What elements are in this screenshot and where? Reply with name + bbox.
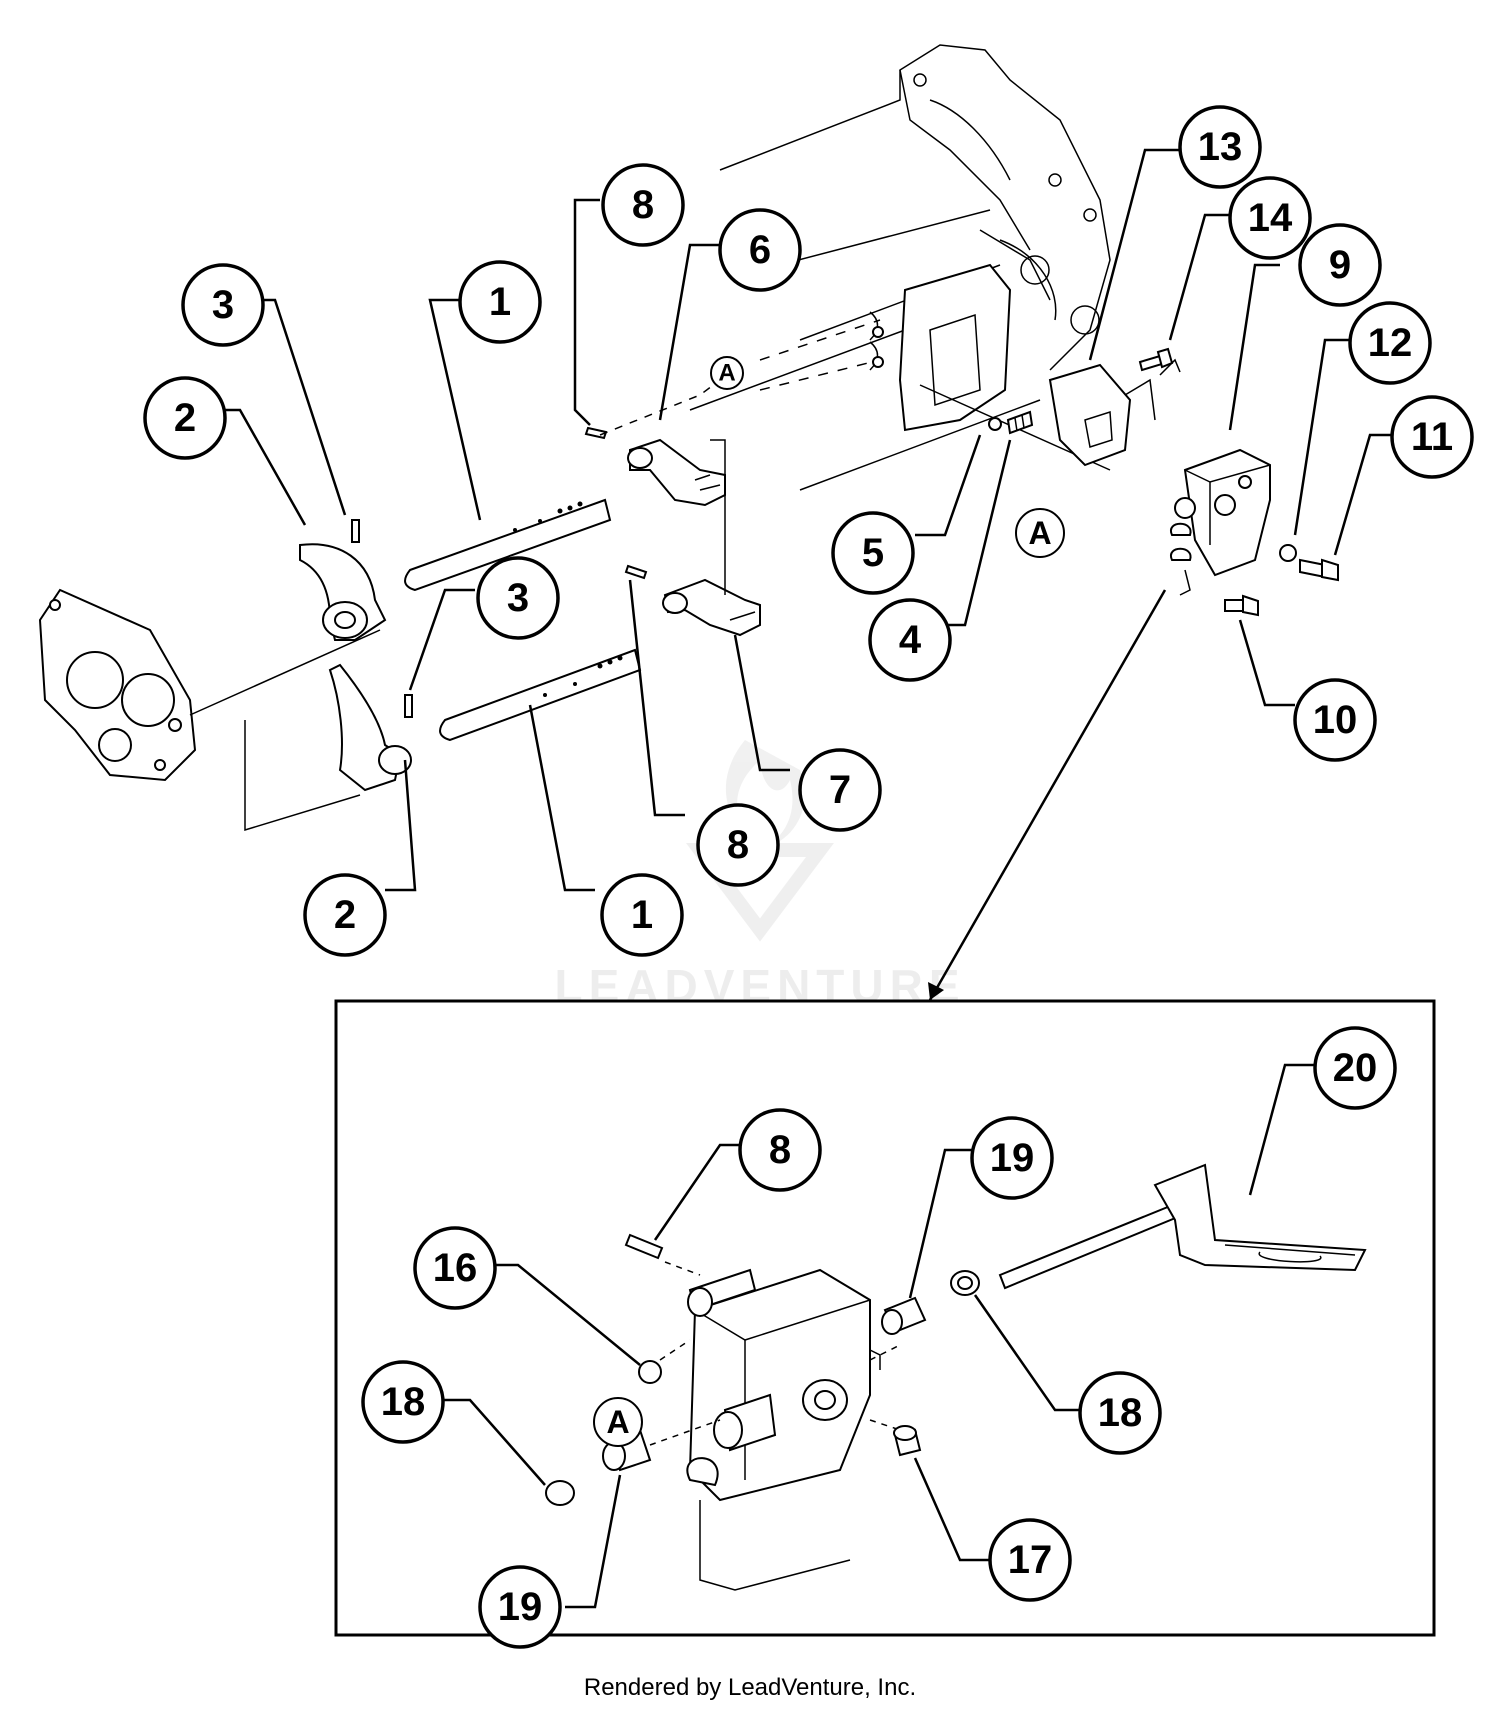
callout-1-lower: 1: [600, 873, 684, 957]
bolt-10: [1224, 594, 1259, 617]
svg-text:3: 3: [212, 283, 234, 327]
detail-bushing-18-right: [950, 1270, 980, 1296]
ref-a-detail: A: [593, 1397, 643, 1447]
watermark: LEADVENTURE: [554, 740, 965, 1012]
callout-1-upper: 1: [458, 260, 542, 344]
svg-text:10: 10: [1313, 698, 1358, 742]
watermark-text: LEADVENTURE: [554, 960, 965, 1012]
footer-credit: Rendered by LeadVenture, Inc.: [583, 1674, 917, 1701]
svg-text:8: 8: [727, 823, 749, 867]
svg-text:2: 2: [334, 893, 356, 937]
svg-text:3: 3: [507, 576, 529, 620]
svg-text:5: 5: [862, 531, 884, 575]
svg-text:16: 16: [433, 1246, 478, 1290]
svg-text:14: 14: [1248, 196, 1293, 240]
detail-leader-lines: [440, 1063, 1315, 1609]
detent-ball: [988, 417, 1002, 431]
detail-shifter-assembly: [686, 1268, 881, 1591]
detail-pin-8: [624, 1233, 701, 1276]
callout-13: 13: [1178, 105, 1262, 189]
callout-11: 11: [1390, 395, 1474, 479]
callout-19-lower: 19: [478, 1565, 562, 1649]
leader-lines: [210, 148, 1395, 1001]
callout-6: 6: [718, 208, 802, 292]
svg-text:1: 1: [631, 893, 653, 937]
detail-shift-lever-20: [998, 1163, 1367, 1290]
shift-lug-7: [662, 439, 761, 637]
shift-rail-upper: [404, 498, 612, 592]
bolt-11: [1299, 558, 1339, 582]
detail-ball-16: [638, 1360, 662, 1384]
callout-5: 5: [831, 511, 915, 595]
callout-10: 10: [1293, 678, 1377, 762]
ref-a-mid: A: [1015, 508, 1065, 558]
detail-bushing-19-upper: [881, 1296, 927, 1335]
svg-text:4: 4: [899, 618, 922, 662]
shift-fork-lower: [328, 663, 413, 792]
detent-spring: [1006, 410, 1034, 435]
ref-a-top: A: [710, 356, 744, 390]
callout-16: 16: [413, 1226, 497, 1310]
svg-text:A: A: [718, 360, 735, 387]
bolt-14: [1138, 347, 1174, 372]
callout-9: 9: [1298, 223, 1382, 307]
callout-3-lower: 3: [476, 556, 560, 640]
detail-bushing-18-left: [545, 1480, 575, 1506]
roll-pin-top: [584, 426, 608, 440]
callout-8-top: 8: [601, 163, 685, 247]
svg-text:6: 6: [749, 228, 771, 272]
callout-20: 20: [1313, 1026, 1397, 1110]
callout-12: 12: [1348, 301, 1432, 385]
shift-rail-lower: [439, 648, 642, 742]
shift-lug-6: [627, 438, 726, 507]
svg-text:13: 13: [1198, 125, 1243, 169]
front-cover-plate: [38, 588, 381, 832]
transmission-housing: [689, 44, 1111, 491]
callout-18-left: 18: [361, 1360, 445, 1444]
callout-2-upper: 2: [143, 376, 227, 460]
svg-text:9: 9: [1329, 243, 1351, 287]
svg-text:8: 8: [769, 1128, 791, 1172]
svg-text:20: 20: [1333, 1046, 1378, 1090]
svg-text:7: 7: [829, 768, 851, 812]
svg-text:19: 19: [990, 1136, 1035, 1180]
svg-text:1: 1: [489, 280, 511, 324]
detail-view-box: [334, 999, 1436, 1637]
callout-3-upper: 3: [181, 263, 265, 347]
svg-text:19: 19: [498, 1585, 543, 1629]
svg-text:17: 17: [1008, 1538, 1053, 1582]
svg-text:12: 12: [1368, 321, 1413, 365]
svg-text:11: 11: [1411, 415, 1453, 459]
callout-17: 17: [988, 1518, 1072, 1602]
svg-text:8: 8: [632, 183, 654, 227]
svg-text:18: 18: [1098, 1391, 1143, 1435]
svg-text:A: A: [606, 1404, 629, 1440]
callout-7: 7: [798, 748, 882, 832]
callout-2-lower: 2: [303, 873, 387, 957]
detail-plug-17: [893, 1425, 922, 1457]
callout-19-upper: 19: [970, 1116, 1054, 1200]
callout-14: 14: [1228, 176, 1312, 260]
cover-plate-13: [1048, 358, 1181, 467]
callout-18-right: 18: [1078, 1371, 1162, 1455]
svg-text:2: 2: [174, 396, 196, 440]
shift-fork-upper: [299, 519, 387, 641]
callout-8-mid: 8: [696, 803, 780, 887]
callout-8-detail: 8: [738, 1108, 822, 1192]
svg-text:18: 18: [381, 1380, 426, 1424]
shifter-housing-9: [1169, 448, 1271, 596]
svg-text:A: A: [1028, 515, 1051, 551]
washer-12: [1279, 544, 1297, 562]
callout-4: 4: [868, 598, 952, 682]
roll-pin-mid: [624, 564, 648, 580]
